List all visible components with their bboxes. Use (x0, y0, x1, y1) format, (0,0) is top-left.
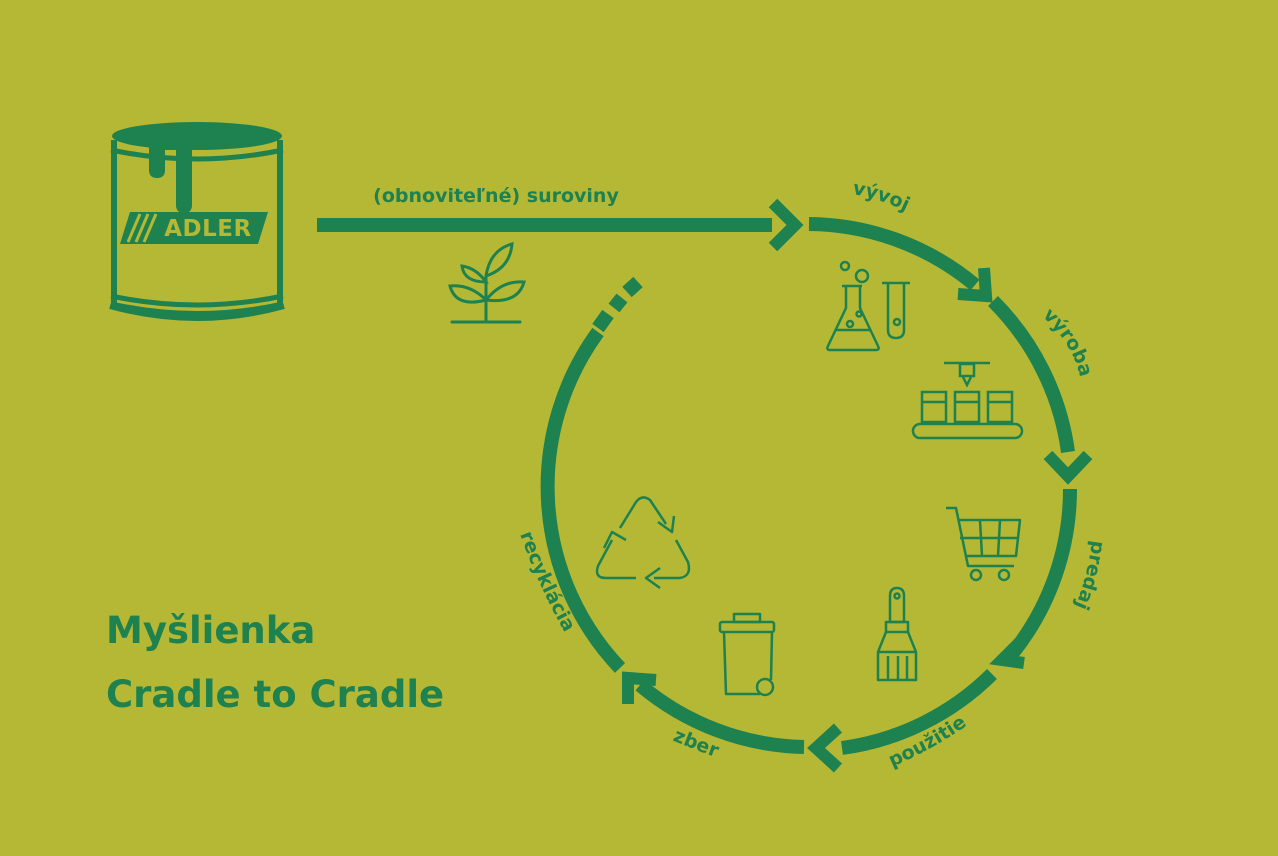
arrowhead-predaj (989, 633, 1029, 669)
arc-vyroba (988, 296, 1075, 453)
paint-brush-icon (876, 586, 918, 682)
shopping-cart-icon (946, 506, 1022, 582)
adler-logo-text: ADLER (164, 216, 251, 242)
input-arrow (317, 198, 804, 252)
waste-bin-icon (718, 612, 776, 697)
arc-zber (635, 679, 805, 754)
cycle-ring (540, 217, 1078, 755)
arc-vyvoj (808, 217, 980, 291)
arrowhead-zber (622, 671, 657, 704)
arrowhead-vyroba (1043, 450, 1093, 485)
paint-can-icon (109, 122, 285, 321)
dashed-gap (592, 276, 643, 333)
arrowhead-pouzitie (807, 723, 843, 773)
arc-predaj (1006, 488, 1078, 659)
plant-sprout-icon (448, 241, 526, 324)
cycle-arrowheads (622, 267, 1093, 773)
production-line-icon (911, 361, 1024, 440)
arc-pouzitie (841, 669, 997, 755)
input-label: (obnoviteľné) suroviny (373, 185, 619, 207)
arc-recyklacia (540, 327, 626, 673)
recycle-icon (595, 496, 691, 590)
laboratory-flask-icon (826, 260, 910, 352)
arrowhead-vyvoj (957, 267, 993, 303)
